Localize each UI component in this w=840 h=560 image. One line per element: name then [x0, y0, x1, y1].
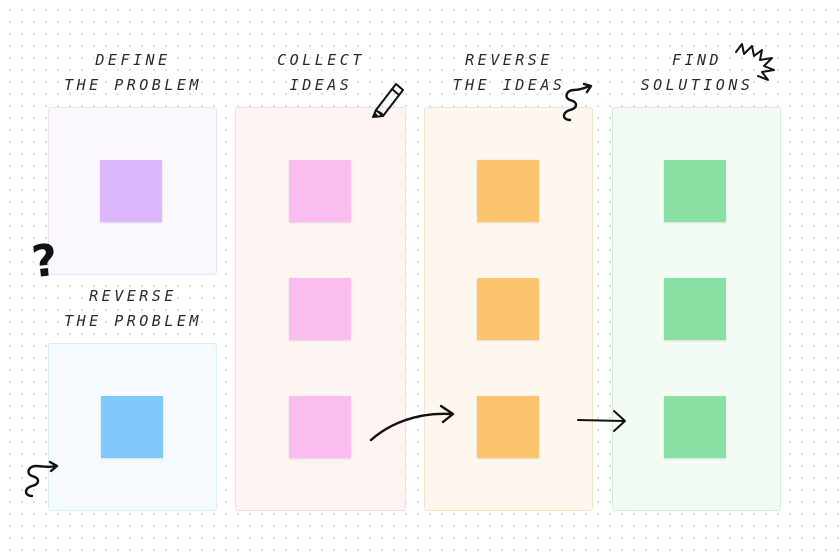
sticky-note-orange[interactable]	[477, 160, 539, 222]
heading-line: THE IDEAS	[452, 76, 566, 94]
heading-line: REVERSE	[89, 287, 177, 305]
sticky-note-green[interactable]	[664, 396, 726, 458]
curved-arrow-icon	[369, 404, 455, 442]
heading-find-solutions: FIND SOLUTIONS	[612, 48, 782, 98]
sticky-note-green[interactable]	[664, 160, 726, 222]
heading-line: COLLECT	[277, 51, 365, 69]
sticky-note-pink[interactable]	[289, 278, 351, 340]
heading-line: THE PROBLEM	[64, 76, 202, 94]
heading-reverse-the-problem: REVERSE THE PROBLEM	[48, 284, 218, 334]
sparkle-lines-icon	[735, 43, 775, 81]
heading-collect-ideas: COLLECT IDEAS	[236, 48, 406, 98]
sticky-note-orange[interactable]	[477, 396, 539, 458]
question-mark-icon: ?	[29, 234, 61, 289]
sticky-note-purple[interactable]	[100, 160, 162, 222]
squiggle-arrow-icon	[562, 82, 593, 122]
heading-line: DEFINE	[95, 51, 171, 69]
heading-line: FIND	[671, 51, 723, 69]
heading-reverse-the-ideas: REVERSE THE IDEAS	[424, 48, 594, 98]
heading-line: IDEAS	[289, 76, 353, 94]
sticky-note-pink[interactable]	[289, 396, 351, 458]
squiggle-arrow-icon	[24, 460, 59, 498]
heading-line: SOLUTIONS	[640, 76, 754, 94]
heading-line: REVERSE	[465, 51, 553, 69]
heading-line: THE PROBLEM	[64, 312, 202, 330]
sticky-note-orange[interactable]	[477, 278, 539, 340]
pencil-icon	[372, 83, 404, 118]
sticky-note-blue[interactable]	[101, 396, 163, 458]
heading-define-the-problem: DEFINE THE PROBLEM	[48, 48, 218, 98]
arrow-right-icon	[577, 410, 626, 432]
sticky-note-pink[interactable]	[289, 160, 351, 222]
sticky-note-green[interactable]	[664, 278, 726, 340]
